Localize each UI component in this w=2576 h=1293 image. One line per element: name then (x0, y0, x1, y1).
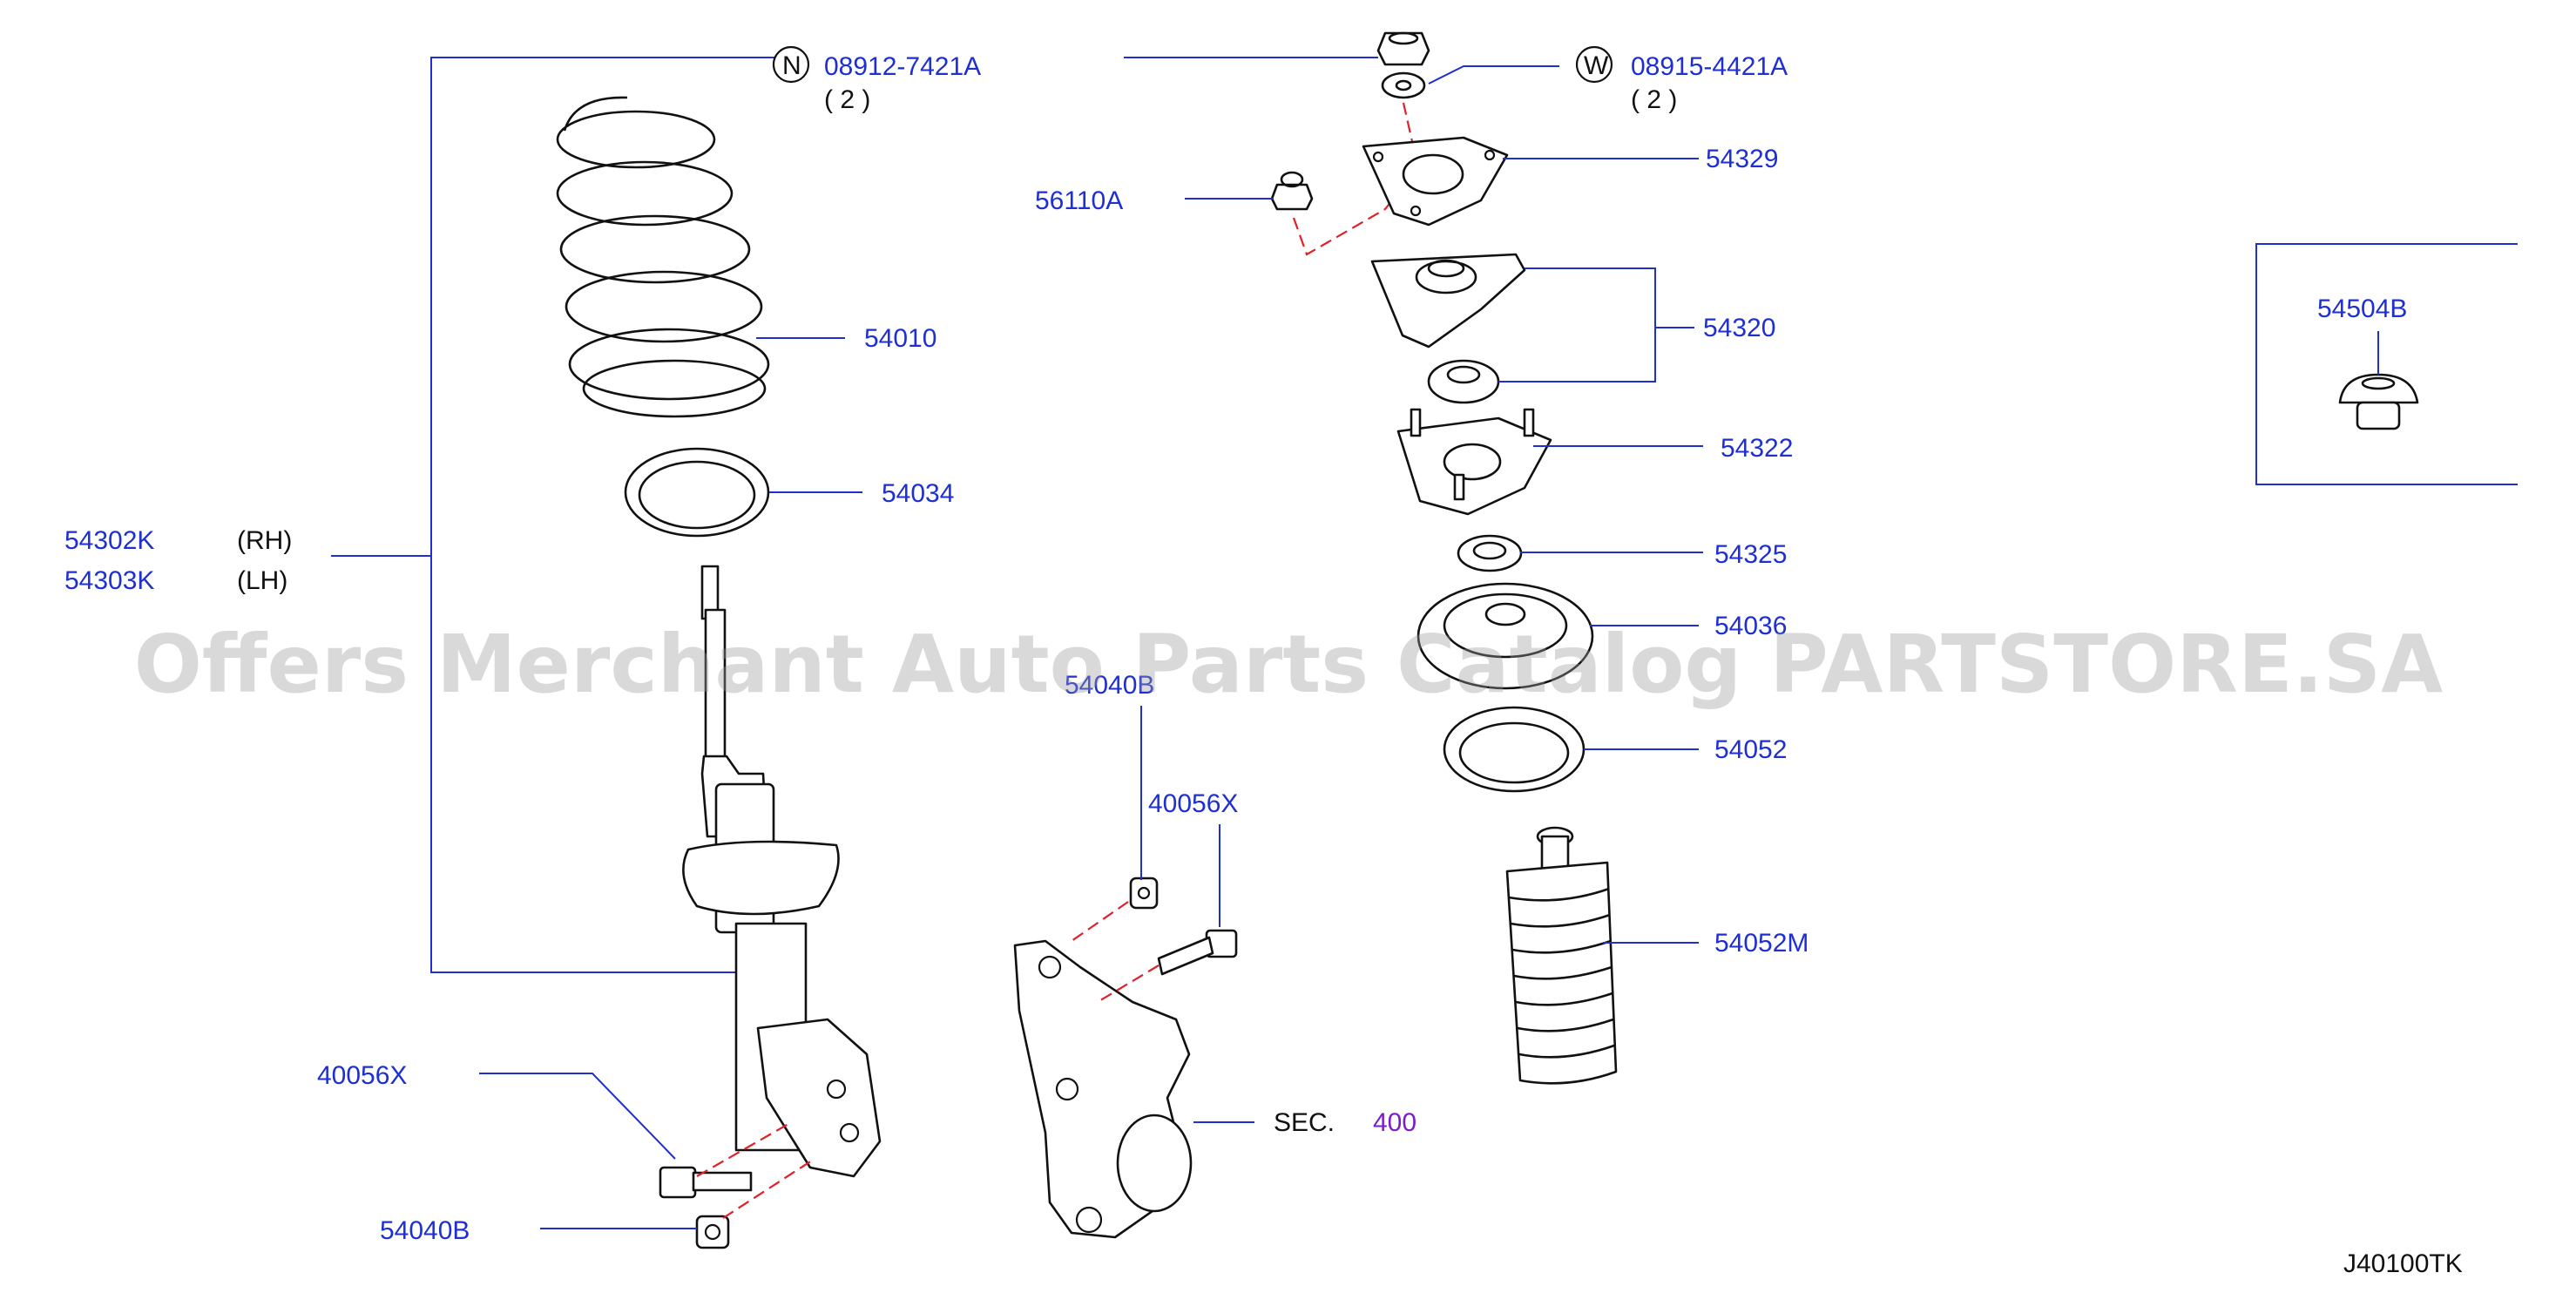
watermark: Offers Merchant Auto Parts Catalog PARTS… (134, 618, 2444, 711)
part-label-54504b[interactable]: 54504B (2317, 294, 2407, 323)
bearing-illustration (1457, 534, 1523, 572)
strut-lh-side: (LH) (237, 566, 287, 595)
leader-lines (479, 57, 2379, 1229)
washer-badge-circle (1575, 45, 1613, 84)
knuckle-bolt-illustration (1157, 929, 1238, 976)
upper-seat-illustration (1416, 582, 1594, 690)
part-label-54302k[interactable]: 54302K (64, 526, 154, 555)
washer-badge-letter: W (1584, 51, 1609, 80)
part-label-54052[interactable]: 54052 (1714, 735, 1787, 764)
diagram-code: J40100TK (2343, 1249, 2463, 1278)
part-label-54010[interactable]: 54010 (864, 324, 936, 353)
strut-illustration (682, 565, 882, 1178)
guide-line (1071, 901, 1129, 942)
washer-quantity: ( 2 ) (1631, 85, 1677, 114)
part-label-56110a[interactable]: 56110A (1035, 186, 1123, 215)
spring-seat-insulator-illustration (624, 447, 770, 538)
nut-part-code[interactable]: 08912-7421A (824, 52, 981, 81)
washer-part-code[interactable]: 08915-4421A (1631, 52, 1788, 81)
plug-illustration (2338, 373, 2419, 430)
knuckle-nut-illustration (1129, 877, 1159, 910)
strut-rh-side: (RH) (237, 526, 292, 555)
part-label-40056x-top[interactable]: 40056X (1148, 789, 1238, 818)
section-ref-prefix: SEC. (1274, 1108, 1335, 1137)
nut-badge-letter: N (782, 51, 801, 80)
coil-spring-illustration (556, 96, 770, 418)
mount-nut-illustration (1270, 171, 1314, 211)
part-label-54303k[interactable]: 54303K (64, 566, 154, 595)
mount-plate-illustration (1362, 136, 1509, 227)
part-label-54034[interactable]: 54034 (882, 479, 954, 508)
nut-quantity: ( 2 ) (824, 85, 870, 114)
part-label-54325[interactable]: 54325 (1714, 540, 1787, 569)
part-label-54329[interactable]: 54329 (1706, 145, 1778, 173)
part-label-54320[interactable]: 54320 (1703, 314, 1775, 342)
bound-bumper-illustration (1505, 826, 1618, 1085)
guide-line (1097, 965, 1160, 1003)
mount-insulator-illustration (1370, 253, 1526, 349)
mount-bracket-illustration (1396, 408, 1552, 516)
section-ref-number[interactable]: 400 (1373, 1108, 1416, 1137)
part-label-40056x-bottom[interactable]: 40056X (317, 1061, 407, 1090)
mount-bushing-illustration (1427, 359, 1500, 404)
nut-badge-circle (772, 45, 810, 84)
part-label-54052m[interactable]: 54052M (1714, 929, 1809, 958)
washer-illustration (1381, 71, 1426, 99)
strut-bracket-lines (331, 57, 775, 973)
part-label-54322[interactable]: 54322 (1721, 434, 1793, 463)
part-label-54036[interactable]: 54036 (1714, 612, 1787, 640)
part-label-54040b-top[interactable]: 54040B (1065, 671, 1154, 700)
top-nut-illustration (1376, 31, 1430, 66)
plug-box-frame (2255, 243, 2518, 485)
bottom-bolt-illustration (659, 1166, 753, 1199)
part-label-54040b-bottom[interactable]: 54040B (380, 1216, 470, 1245)
bottom-nut-illustration (695, 1215, 730, 1249)
upper-insulator-illustration (1443, 706, 1585, 793)
steering-knuckle-illustration (1013, 939, 1193, 1239)
